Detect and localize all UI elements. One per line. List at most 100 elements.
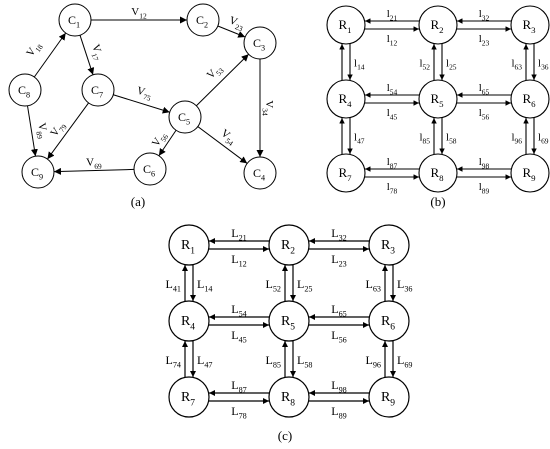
panel-b-node-R1 — [326, 5, 366, 45]
edge-C5-C4 — [197, 126, 248, 164]
panel-b-edge-label-63: l63 — [511, 57, 522, 71]
node-label-C8: C8 — [18, 83, 30, 100]
edge-label-34: V34 — [261, 100, 275, 116]
panel-c-edge-label-45: L45 — [231, 328, 247, 345]
node-C1 — [58, 3, 92, 37]
edge-C2-C3 — [217, 25, 246, 38]
edge-C6-C9 — [53, 167, 135, 175]
panel-c-node-R9 — [368, 376, 410, 418]
edge-C7-C5 — [113, 94, 170, 114]
panel-c-node-R3 — [368, 224, 410, 266]
panel-b-node-R7 — [326, 153, 366, 193]
panel-c-node-R6 — [368, 300, 410, 342]
panel-c-edge-label-47: L47 — [197, 353, 213, 370]
panel-c-node-label-R8: R8 — [281, 390, 295, 408]
panel-c-caption: (c) — [278, 428, 292, 443]
panel-c-edge-label-21: L21 — [231, 226, 247, 243]
edge-C1-C7 — [79, 35, 95, 75]
panel-b-edge-label-45: l45 — [387, 107, 398, 121]
panel-c-edge-label-63: L63 — [366, 277, 382, 294]
edge-label-23: V23 — [226, 14, 246, 33]
panel-b-node-label-R8: R8 — [430, 165, 444, 183]
panel-c-edge-label-32: L32 — [331, 226, 347, 243]
panel-b-edge-label-78: l78 — [387, 181, 398, 195]
node-label-C9: C9 — [31, 165, 43, 182]
panel-b-edge-label-23: l23 — [479, 33, 490, 47]
panel-c-node-label-R5: R5 — [281, 314, 295, 332]
node-C8 — [8, 73, 42, 107]
edge-label-89: V89 — [33, 122, 50, 140]
panel-b-edge-label-69: l69 — [538, 131, 549, 145]
panel-c-edge-label-25: L25 — [297, 277, 313, 294]
edge-label-12: V12 — [131, 6, 147, 20]
panel-c-edge-label-58: L58 — [297, 353, 313, 370]
panel-c-node-R8 — [268, 376, 310, 418]
panel-c-edge-label-87: L87 — [231, 378, 247, 395]
panel-b-node-R8 — [418, 153, 458, 193]
edge-label-18: V18 — [24, 39, 45, 60]
node-label-C3: C3 — [253, 36, 265, 53]
panel-c-edge-label-41: L41 — [166, 277, 182, 294]
panel-c-node-R2 — [268, 224, 310, 266]
panel-b-node-label-R4: R4 — [338, 91, 352, 109]
panel-b-edge-label-98: l98 — [479, 156, 490, 170]
edge-label-54: V54 — [217, 127, 238, 148]
panel-c-node-label-R2: R2 — [281, 238, 295, 256]
panel-b-node-label-R7: R7 — [338, 165, 352, 183]
panel-c-node-label-R1: R1 — [181, 238, 195, 256]
panel-b-node-label-R2: R2 — [430, 17, 443, 35]
node-C2 — [186, 3, 220, 37]
panel-b-node-label-R6: R6 — [522, 91, 536, 109]
node-label-C4: C4 — [253, 166, 265, 183]
panel-b-edge-label-56: l56 — [479, 107, 490, 121]
panel-c-edge-label-69: L69 — [397, 353, 413, 370]
panel-b-edge-label-96: l96 — [511, 131, 522, 145]
panel-c-edge-label-23: L23 — [331, 252, 347, 269]
panel-c-node-label-R3: R3 — [381, 238, 395, 256]
edge-C5-C3 — [196, 53, 249, 107]
node-C6 — [133, 152, 167, 186]
edge-C7-C9 — [47, 102, 89, 160]
node-label-C1: C1 — [68, 13, 80, 30]
panel-c-edge-label-78: L78 — [231, 404, 247, 421]
panel-b-caption: (b) — [430, 194, 445, 209]
edge-C5-C6 — [158, 129, 177, 157]
edge-label-69: V69 — [86, 156, 102, 171]
panel-b-node-label-R1: R1 — [338, 17, 351, 35]
edge-label-56: V56 — [150, 129, 171, 150]
panel-b-node-R3 — [510, 5, 550, 45]
panel-b-edge-label-12: l12 — [387, 33, 398, 47]
panel-b-edge-label-36: l36 — [538, 57, 549, 71]
node-label-C2: C2 — [196, 13, 208, 30]
panel-b-node-label-R3: R3 — [522, 17, 536, 35]
panel-b-node-R2 — [418, 5, 458, 45]
panel-b-edge-label-32: l32 — [479, 8, 490, 22]
panel-b-edge-label-54: l54 — [387, 82, 398, 96]
panel-c-edge-label-54: L54 — [231, 302, 247, 319]
panel-b-node-label-R9: R9 — [522, 165, 536, 183]
panel-c-edge-label-36: L36 — [397, 277, 413, 294]
panel-c-node-label-R7: R7 — [181, 390, 195, 408]
edge-C8-C1 — [33, 32, 67, 78]
panel-b-node-R6 — [510, 79, 550, 119]
panel-c-node-label-R6: R6 — [381, 314, 395, 332]
node-label-C5: C5 — [178, 110, 190, 127]
panel-b-edge-label-21: l21 — [387, 8, 398, 22]
edge-label-75: V75 — [135, 85, 154, 103]
panel-c-edge-label-65: L65 — [331, 302, 347, 319]
panel-c-node-R1 — [168, 224, 210, 266]
panel-b-edge-label-65: l65 — [479, 82, 490, 96]
panel-c-node-label-R4: R4 — [181, 314, 195, 332]
panel-c-node-R4 — [168, 300, 210, 342]
panel-b-edge-label-25: l25 — [446, 57, 457, 71]
panel-b-node-R4 — [326, 79, 366, 119]
panel-b-edge-label-14: l14 — [354, 57, 365, 71]
node-C3 — [243, 26, 277, 60]
panel-b-edge-label-89: l89 — [479, 181, 490, 195]
panel-b-edge-label-85: l85 — [419, 131, 430, 145]
node-C5 — [168, 100, 202, 134]
panel-c-edge-label-89: L89 — [331, 404, 347, 421]
edge-label-79: V79 — [48, 119, 69, 140]
